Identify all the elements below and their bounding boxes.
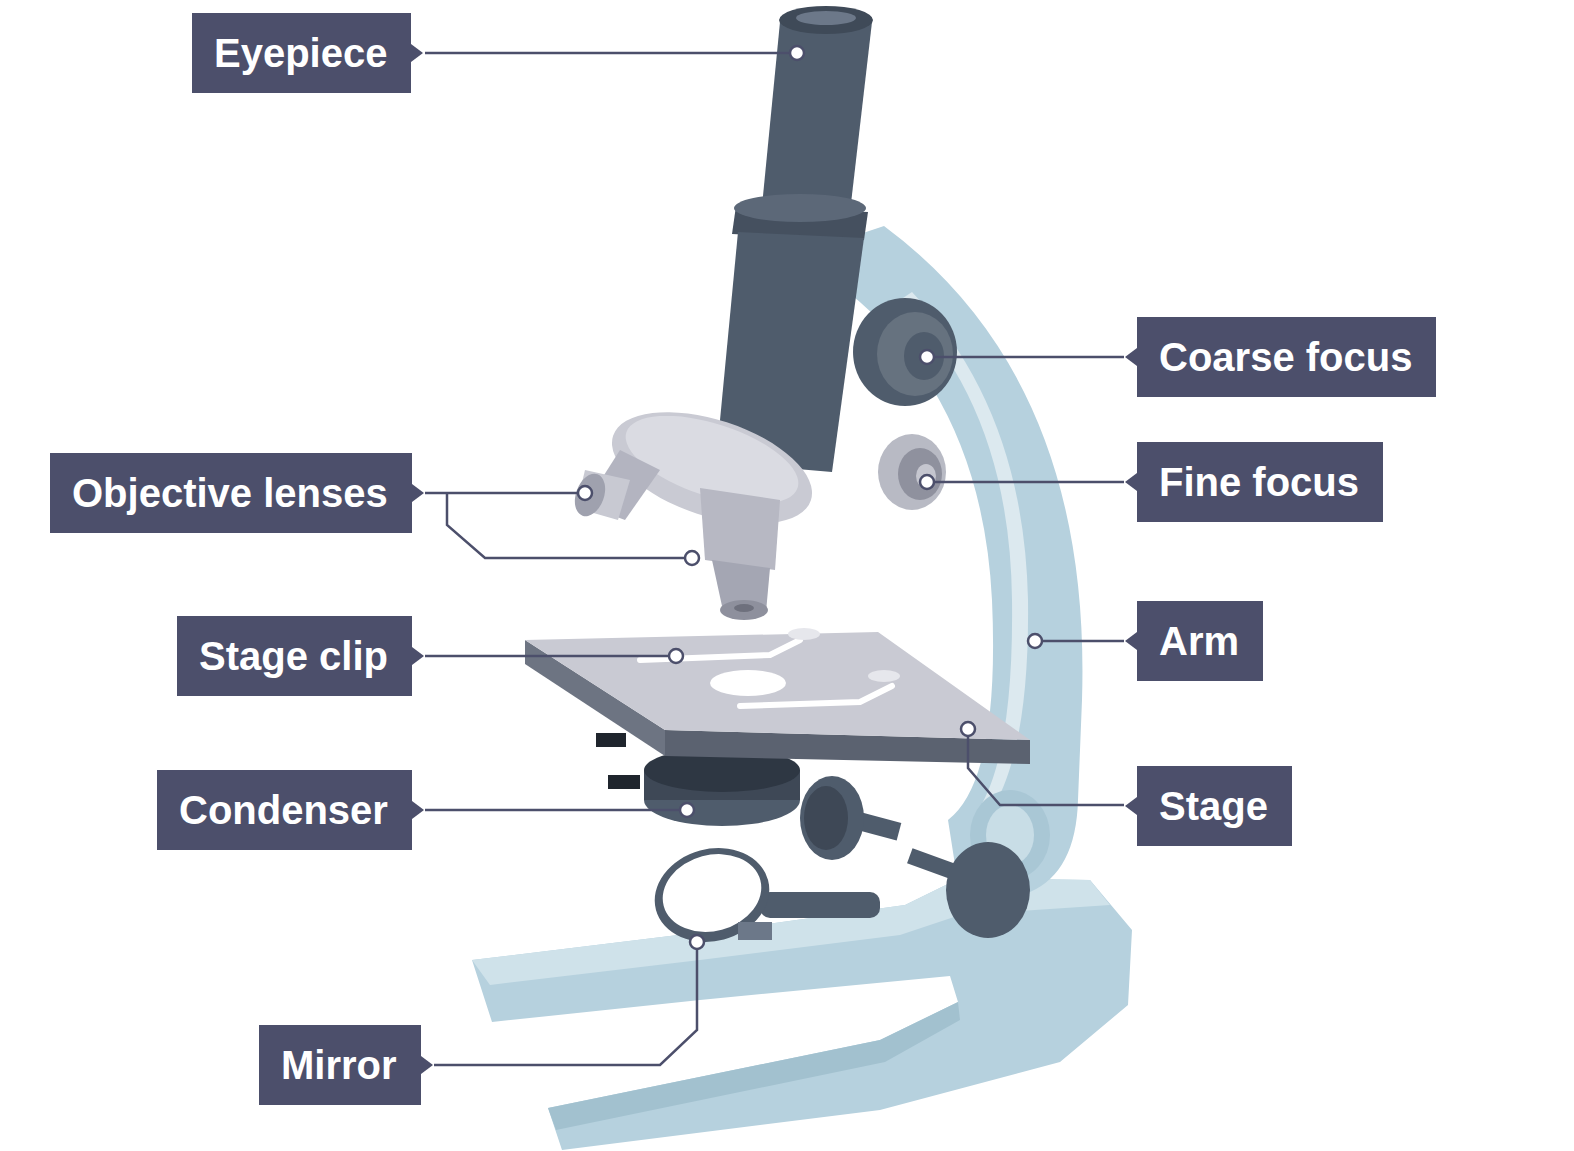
mirror [644,836,780,955]
leader-lines [927,356,1124,359]
leader-lines [927,481,1124,484]
leader-lines [447,493,692,558]
leader-dots [669,649,683,663]
microscope-base [472,878,1132,1150]
part-label: Coarse focus [1159,333,1412,381]
part-label-box: Fine focus [1137,442,1383,522]
coarse-focus-knob [853,298,957,406]
leader-lines [434,942,697,1065]
part-label: Eyepiece [214,29,387,77]
part-label: Condenser [179,786,388,834]
part-label-box: Condenser [157,770,412,850]
coarse-focus-knob [853,298,957,406]
microscope-stage [525,632,1030,740]
condenser [608,775,640,789]
leader-dots [685,551,699,565]
stage-knob [946,842,1030,938]
eyepiece-tube [796,11,856,25]
part-label-box: Arm [1137,601,1263,681]
part-label: Fine focus [1159,458,1359,506]
objective-lenses [720,600,768,620]
eyepiece-tube [779,6,873,34]
fine-focus-knob [878,434,946,510]
microscope-stage [868,670,900,682]
microscope-stage [710,670,786,696]
microscope-stage [740,686,892,706]
part-label: Arm [1159,617,1239,665]
part-label-box: Coarse focus [1137,317,1436,397]
objective-lenses [734,604,754,612]
leader-lines [425,809,687,812]
leader-lines [425,52,797,55]
part-label-box: Mirror [259,1025,421,1105]
eyepiece-tube [734,194,866,222]
leader-dots [790,46,804,60]
microscope-stage [525,628,1030,764]
stage-knob [800,776,864,860]
leader-dots [578,46,1042,949]
coarse-focus-knob [877,312,953,396]
mirror [738,922,772,940]
part-label: Mirror [281,1041,397,1089]
eyepiece-tube [716,6,873,472]
fine-focus-knob [878,434,946,510]
microscope-base [472,878,1132,1150]
part-label: Objective lenses [72,469,388,517]
condenser [596,733,626,747]
mirror [760,892,880,918]
fine-focus-knob [916,464,936,488]
part-label: Stage clip [199,632,388,680]
leader-lines [425,53,1124,1065]
eyepiece-tube [762,22,872,212]
leader-dots [961,722,975,736]
microscope-stage [788,628,820,640]
leader-lines [425,655,676,658]
objective-lenses [569,470,610,521]
leader-dots [690,935,704,949]
leader-lines [968,729,1124,805]
fine-focus-knob [898,448,942,500]
objective-lenses [569,390,825,620]
leader-lines [425,492,585,495]
stage-knob [804,786,848,850]
leader-dots [680,803,694,817]
microscope-arm [848,226,1082,892]
leader-dots [1028,634,1042,648]
part-label-box: Stage [1137,766,1292,846]
mirror [644,836,880,955]
part-label-box: Eyepiece [192,13,411,93]
microscope-arm [848,226,1082,892]
part-label-box: Objective lenses [50,453,412,533]
leader-dots [578,486,592,500]
part-label-box: Stage clip [177,616,412,696]
objective-lenses [700,488,780,570]
leader-lines [1035,640,1124,643]
leader-dots [920,475,934,489]
leader-dots [920,350,934,364]
part-label: Stage [1159,782,1268,830]
